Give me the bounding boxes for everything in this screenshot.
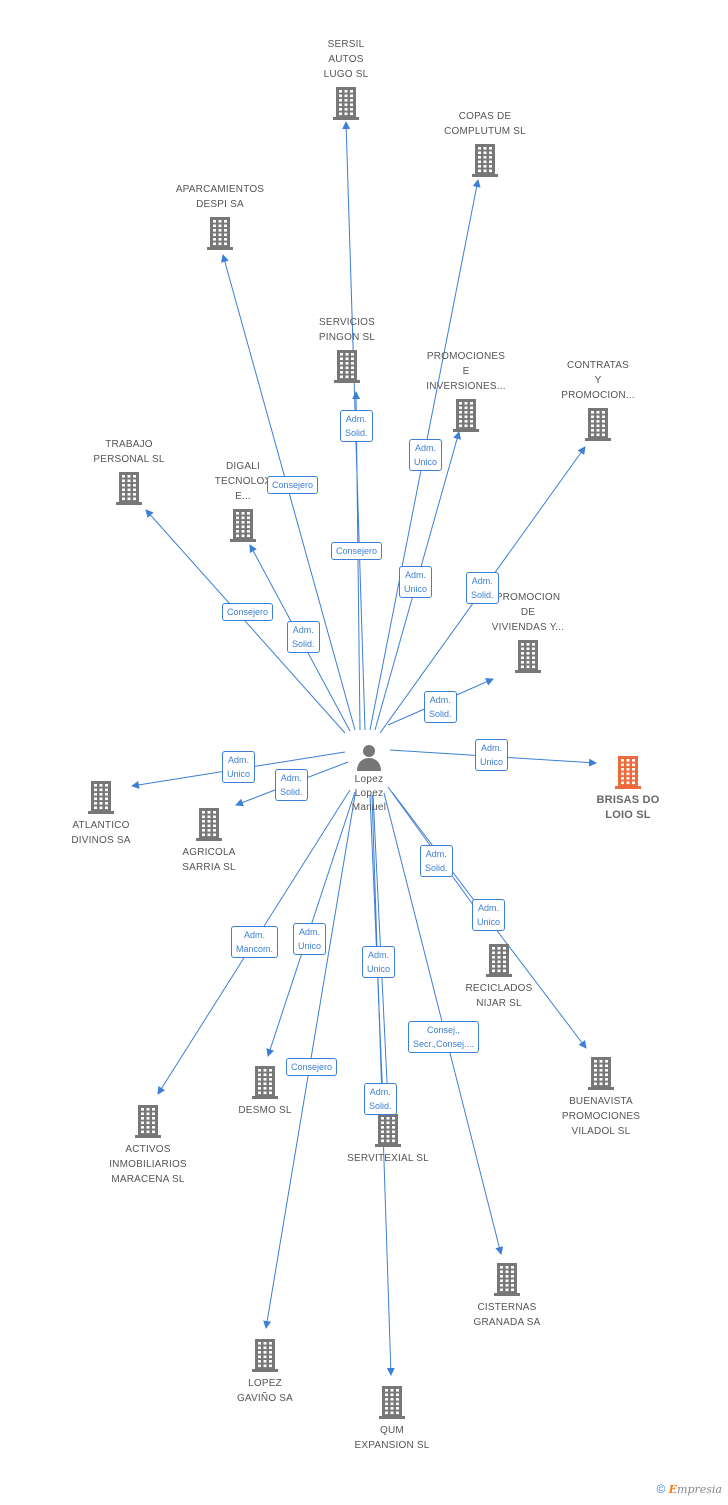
building-icon (515, 640, 541, 673)
building-icon (486, 944, 512, 977)
building-icon (333, 87, 359, 120)
relation-badge-trabajo[interactable]: Consejero (222, 603, 274, 621)
building-icon (116, 472, 142, 505)
building-icon (615, 756, 641, 789)
building-icon (252, 1339, 278, 1372)
relation-badge-digali[interactable]: Adm.Solid. (287, 621, 320, 653)
building-icon (230, 509, 256, 542)
building-icon (334, 350, 360, 383)
relation-badge-agricola[interactable]: Adm.Solid. (275, 769, 308, 801)
relation-badge-promociones_inv[interactable]: Adm.Unico (399, 566, 433, 598)
copyright: © Empresia (656, 1482, 722, 1496)
company-node-servitexial[interactable]: SERVITEXIAL SL (328, 1113, 448, 1166)
relation-badge-cisternas[interactable]: Consej.,Secr.,Consej.... (408, 1021, 480, 1053)
building-icon (252, 1066, 278, 1099)
building-icon (207, 217, 233, 250)
building-icon (375, 1114, 401, 1147)
building-icon (453, 399, 479, 432)
relation-badge-brisas[interactable]: Adm.Unico (475, 739, 509, 771)
relation-badge-reciclados[interactable]: Adm.Solid. (420, 845, 453, 877)
edge-servicios (352, 391, 361, 731)
person-icon (357, 745, 381, 771)
company-label: SERVITEXIAL SL (347, 1153, 429, 1164)
brand-logo[interactable]: Empresia (668, 1483, 722, 1496)
building-icon (379, 1386, 405, 1419)
relation-badge-contratas[interactable]: Adm.Solid. (466, 572, 499, 604)
building-icon (88, 781, 114, 814)
relation-badge-promocion_viv[interactable]: Adm.Solid. (424, 691, 457, 723)
relation-badge-servitexial[interactable]: Adm.Unico (362, 946, 396, 978)
company-label: DESMO SL (238, 1105, 292, 1116)
relation-badge-copas[interactable]: Adm.Unico (409, 439, 443, 471)
relation-badge-buenavista[interactable]: Adm.Unico (472, 899, 506, 931)
building-icon (585, 408, 611, 441)
relation-badge-sersil[interactable]: Adm.Solid. (340, 410, 373, 442)
relation-badge-servicios[interactable]: Consejero (331, 542, 383, 560)
relation-badge-lopez_gavino[interactable]: Consejero (286, 1058, 338, 1076)
building-icon (196, 808, 222, 841)
relation-badge-desmo[interactable]: Adm.Unico (293, 923, 327, 955)
copyright-symbol: © (656, 1482, 666, 1496)
relation-badge-servitexial[interactable]: Adm.Solid. (364, 1083, 397, 1115)
relation-badge-atlantico[interactable]: Adm.Unico (222, 751, 256, 783)
building-icon (472, 144, 498, 177)
relation-badge-aparcamientos[interactable]: Consejero (267, 476, 319, 494)
building-icon (494, 1263, 520, 1296)
relation-badge-activos[interactable]: Adm.Mancom. (231, 926, 279, 958)
building-icon (135, 1105, 161, 1138)
company-node-desmo[interactable]: DESMO SL (205, 1065, 325, 1118)
building-icon (588, 1057, 614, 1090)
edge-trabajo (145, 509, 346, 734)
